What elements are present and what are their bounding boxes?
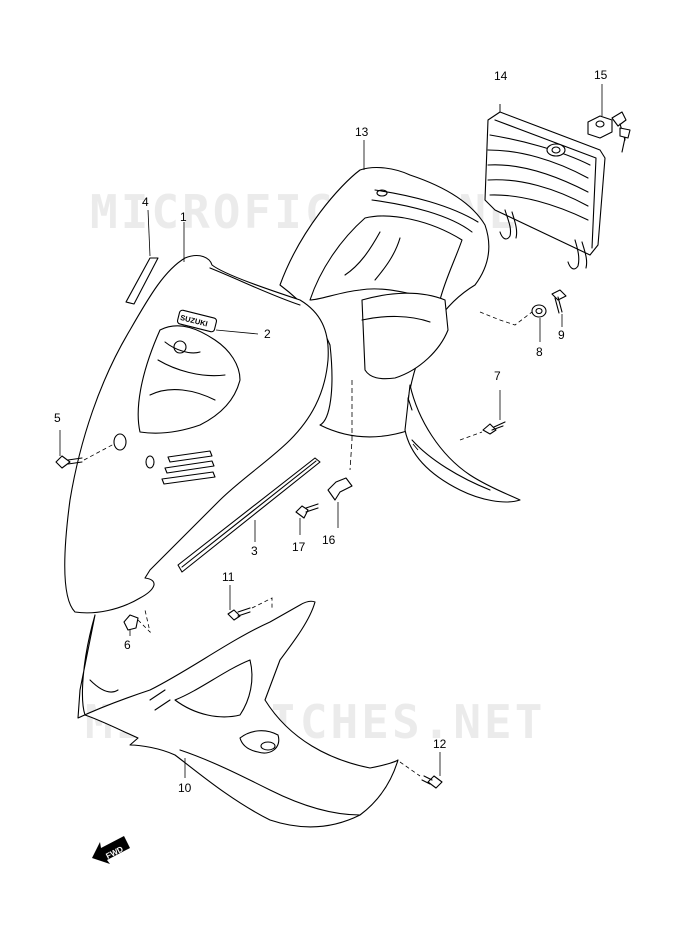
part-8-washer <box>479 304 547 342</box>
part-14-glovebox-lid <box>484 104 606 270</box>
callout-8: 8 <box>536 345 543 359</box>
part-17-screw <box>295 503 319 535</box>
callout-7: 7 <box>494 369 501 383</box>
part-10-lower-cover <box>77 600 399 828</box>
part-5-screw <box>55 430 115 469</box>
callout-3: 3 <box>251 544 258 558</box>
part-15-lock-set <box>587 84 631 153</box>
callout-10: 10 <box>178 781 192 795</box>
callout-17: 17 <box>292 540 306 554</box>
callout-15: 15 <box>594 68 608 82</box>
callout-5: 5 <box>54 411 61 425</box>
part-6-clip <box>123 609 151 636</box>
part-12-screw <box>399 752 443 789</box>
part-9-screw <box>551 289 567 327</box>
callout-11: 11 <box>222 570 235 584</box>
fwd-arrow: FWD <box>92 836 130 864</box>
callout-12: 12 <box>433 737 447 751</box>
callout-4: 4 <box>142 195 149 209</box>
callout-1: 1 <box>180 210 187 224</box>
callout-6: 6 <box>124 638 131 652</box>
callout-16: 16 <box>322 533 336 547</box>
part-4-trim-strip <box>125 209 159 305</box>
part-11-screw <box>227 585 273 621</box>
callout-9: 9 <box>558 328 565 342</box>
part-16-bracket <box>327 380 353 528</box>
part-7-screw <box>459 390 506 441</box>
callout-2: 2 <box>264 327 271 341</box>
part-13-inner-cover <box>279 166 521 503</box>
part-1-front-shield <box>64 255 329 614</box>
part-3-trim-strip <box>177 457 321 573</box>
part-2-brand-badge: SUZUKI <box>176 309 259 335</box>
callout-14: 14 <box>494 69 508 83</box>
callout-13: 13 <box>355 125 369 139</box>
